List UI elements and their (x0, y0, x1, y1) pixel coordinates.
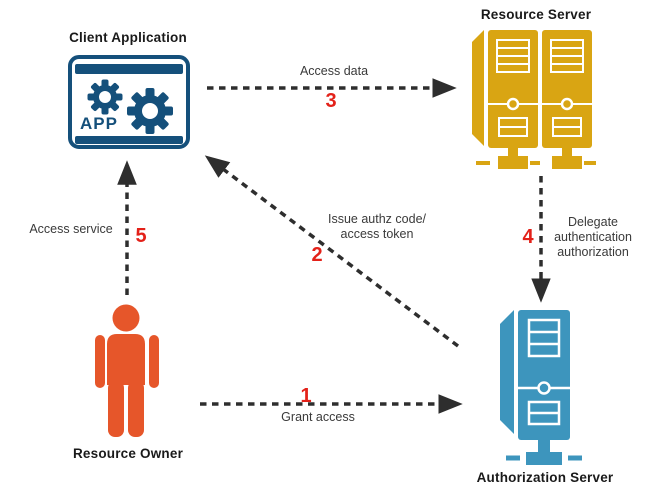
browser-titlebar (75, 64, 183, 74)
person-head (112, 304, 140, 332)
resource-owner-title: Resource Owner (72, 446, 184, 461)
server-rack-icon (472, 30, 596, 169)
browser-bottombar (75, 136, 183, 144)
flow-label-access-data: Access data (299, 64, 369, 78)
gear-icon-small (87, 79, 123, 115)
server-tower-icon (500, 310, 582, 465)
flow-label-line: access token (340, 227, 414, 241)
flow-label-issue-token: Issue authz code/ access token (328, 212, 426, 242)
arrow-issue-token (204, 155, 460, 348)
person-icon (95, 304, 159, 437)
step-number-2: 2 (311, 244, 323, 266)
authorization-server-title: Authorization Server (476, 470, 614, 485)
flow-label-access-service: Access service (29, 222, 113, 236)
flow-label-line: Delegate (567, 215, 619, 229)
flow-label-grant-access: Grant access (281, 410, 355, 424)
server-side-panel (500, 310, 514, 434)
step-number-4: 4 (522, 226, 534, 248)
step-number-5: 5 (135, 225, 147, 247)
client-application-node: APP (68, 55, 190, 149)
flow-label-line: Issue authz code/ (328, 212, 426, 226)
app-badge-text: APP (80, 114, 118, 133)
person-torso (107, 334, 145, 385)
client-application-title: Client Application (69, 30, 187, 45)
flow-label-line: authentication (554, 230, 632, 244)
gear-icon-large (127, 88, 173, 134)
step-number-3: 3 (325, 90, 337, 112)
flow-label-delegate-auth: Delegate authentication authorization (554, 215, 632, 260)
server-side-panel (472, 30, 484, 146)
step-number-1: 1 (300, 385, 312, 407)
app-window-gears-icon (68, 55, 190, 149)
resource-server-title: Resource Server (480, 7, 592, 22)
flow-label-line: authorization (557, 245, 629, 259)
